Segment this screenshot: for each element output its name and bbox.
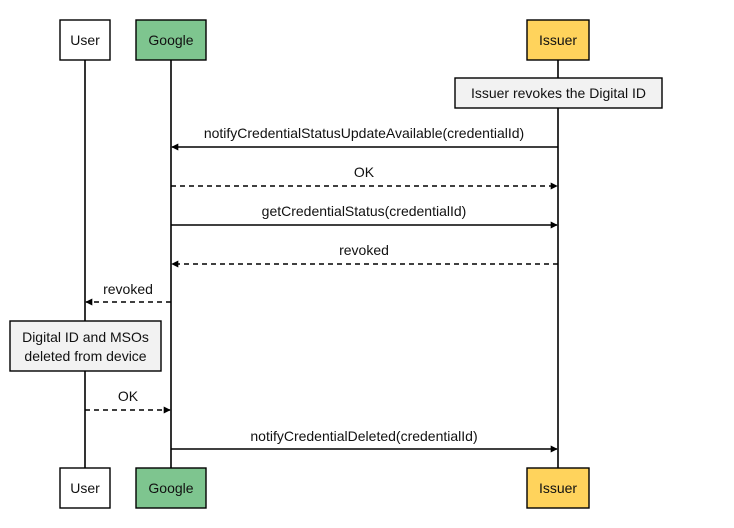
participant-google-bottom: Google (135, 467, 207, 509)
message-revoked-2-label: revoked (103, 281, 153, 297)
note-deleted-line2: deleted from device (24, 348, 146, 364)
message-revoked-1: revoked (171, 242, 558, 268)
message-ok-1: OK (171, 164, 558, 190)
message-notify-credential-deleted-label: notifyCredentialDeleted(credentialId) (250, 428, 477, 444)
note-issuer-revokes: Issuer revokes the Digital ID (454, 77, 663, 109)
participant-user-bottom-box (59, 467, 111, 509)
participant-user-bottom: User (59, 467, 111, 509)
participant-issuer-top: Issuer (526, 19, 590, 61)
participant-google-top: Google (135, 19, 207, 61)
message-ok-2: OK (85, 388, 171, 414)
note-issuer-revokes-text: Issuer revokes the Digital ID (471, 85, 646, 101)
message-notify-credential-deleted: notifyCredentialDeleted(credentialId) (171, 428, 558, 453)
message-notify-status-update-label: notifyCredentialStatusUpdateAvailable(cr… (204, 125, 524, 141)
participant-issuer-top-label: Issuer (539, 32, 577, 48)
participant-google-bottom-box (135, 467, 207, 509)
participant-issuer-bottom: Issuer (526, 467, 590, 509)
participant-issuer-top-box (526, 19, 590, 61)
note-deleted-from-device-box (9, 320, 162, 372)
participant-user-top-label: User (70, 32, 100, 48)
participant-google-top-label: Google (148, 32, 193, 48)
participant-google-bottom-label: Google (148, 480, 193, 496)
message-revoked-2: revoked (85, 281, 171, 306)
participant-user-top: User (59, 19, 111, 61)
message-notify-status-update: notifyCredentialStatusUpdateAvailable(cr… (171, 125, 558, 151)
message-ok-1-label: OK (354, 164, 375, 180)
message-get-credential-status: getCredentialStatus(credentialId) (171, 203, 558, 229)
note-deleted-line1: Digital ID and MSOs (22, 329, 149, 345)
participant-user-bottom-label: User (70, 480, 100, 496)
note-issuer-revokes-box (454, 77, 663, 109)
participant-google-top-box (135, 19, 207, 61)
participant-issuer-bottom-box (526, 467, 590, 509)
message-ok-2-label: OK (118, 388, 139, 404)
participant-user-top-box (59, 19, 111, 61)
participant-issuer-bottom-label: Issuer (539, 480, 577, 496)
message-revoked-1-label: revoked (339, 242, 389, 258)
message-get-credential-status-label: getCredentialStatus(credentialId) (262, 203, 467, 219)
note-deleted-from-device: Digital ID and MSOs deleted from device (9, 320, 162, 372)
